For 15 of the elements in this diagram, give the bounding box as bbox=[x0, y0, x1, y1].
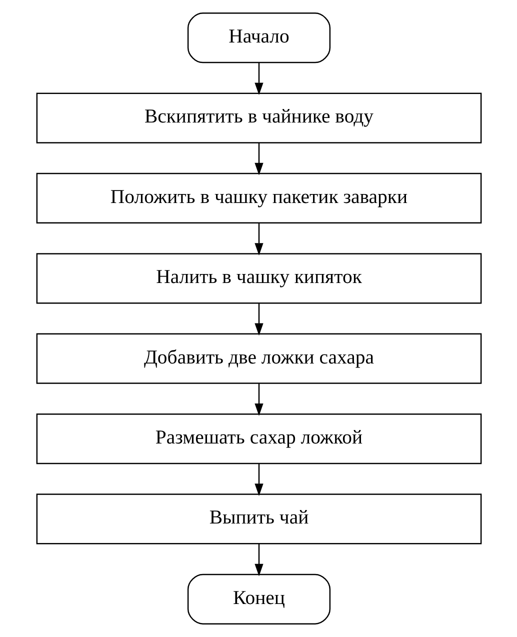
node-box: Начало bbox=[186, 12, 330, 64]
node-box: Конец bbox=[186, 574, 330, 624]
arrow bbox=[254, 62, 263, 96]
arrow bbox=[254, 384, 263, 416]
node-box: Вскипятить в чайнике воду bbox=[36, 92, 482, 144]
node-box: Размешать сахар ложкой bbox=[36, 414, 482, 464]
node-box: Налить в чашку кипяток bbox=[36, 253, 482, 304]
node-box: Положить в чашку пакетик заварки bbox=[36, 172, 482, 224]
arrow bbox=[254, 223, 263, 256]
arrow bbox=[254, 143, 263, 176]
node-box: Добавить две ложки сахара bbox=[36, 333, 482, 384]
arrow bbox=[254, 464, 263, 496]
arrow bbox=[254, 303, 263, 336]
arrow bbox=[254, 544, 263, 576]
node-box: Выпить чай bbox=[36, 494, 482, 544]
